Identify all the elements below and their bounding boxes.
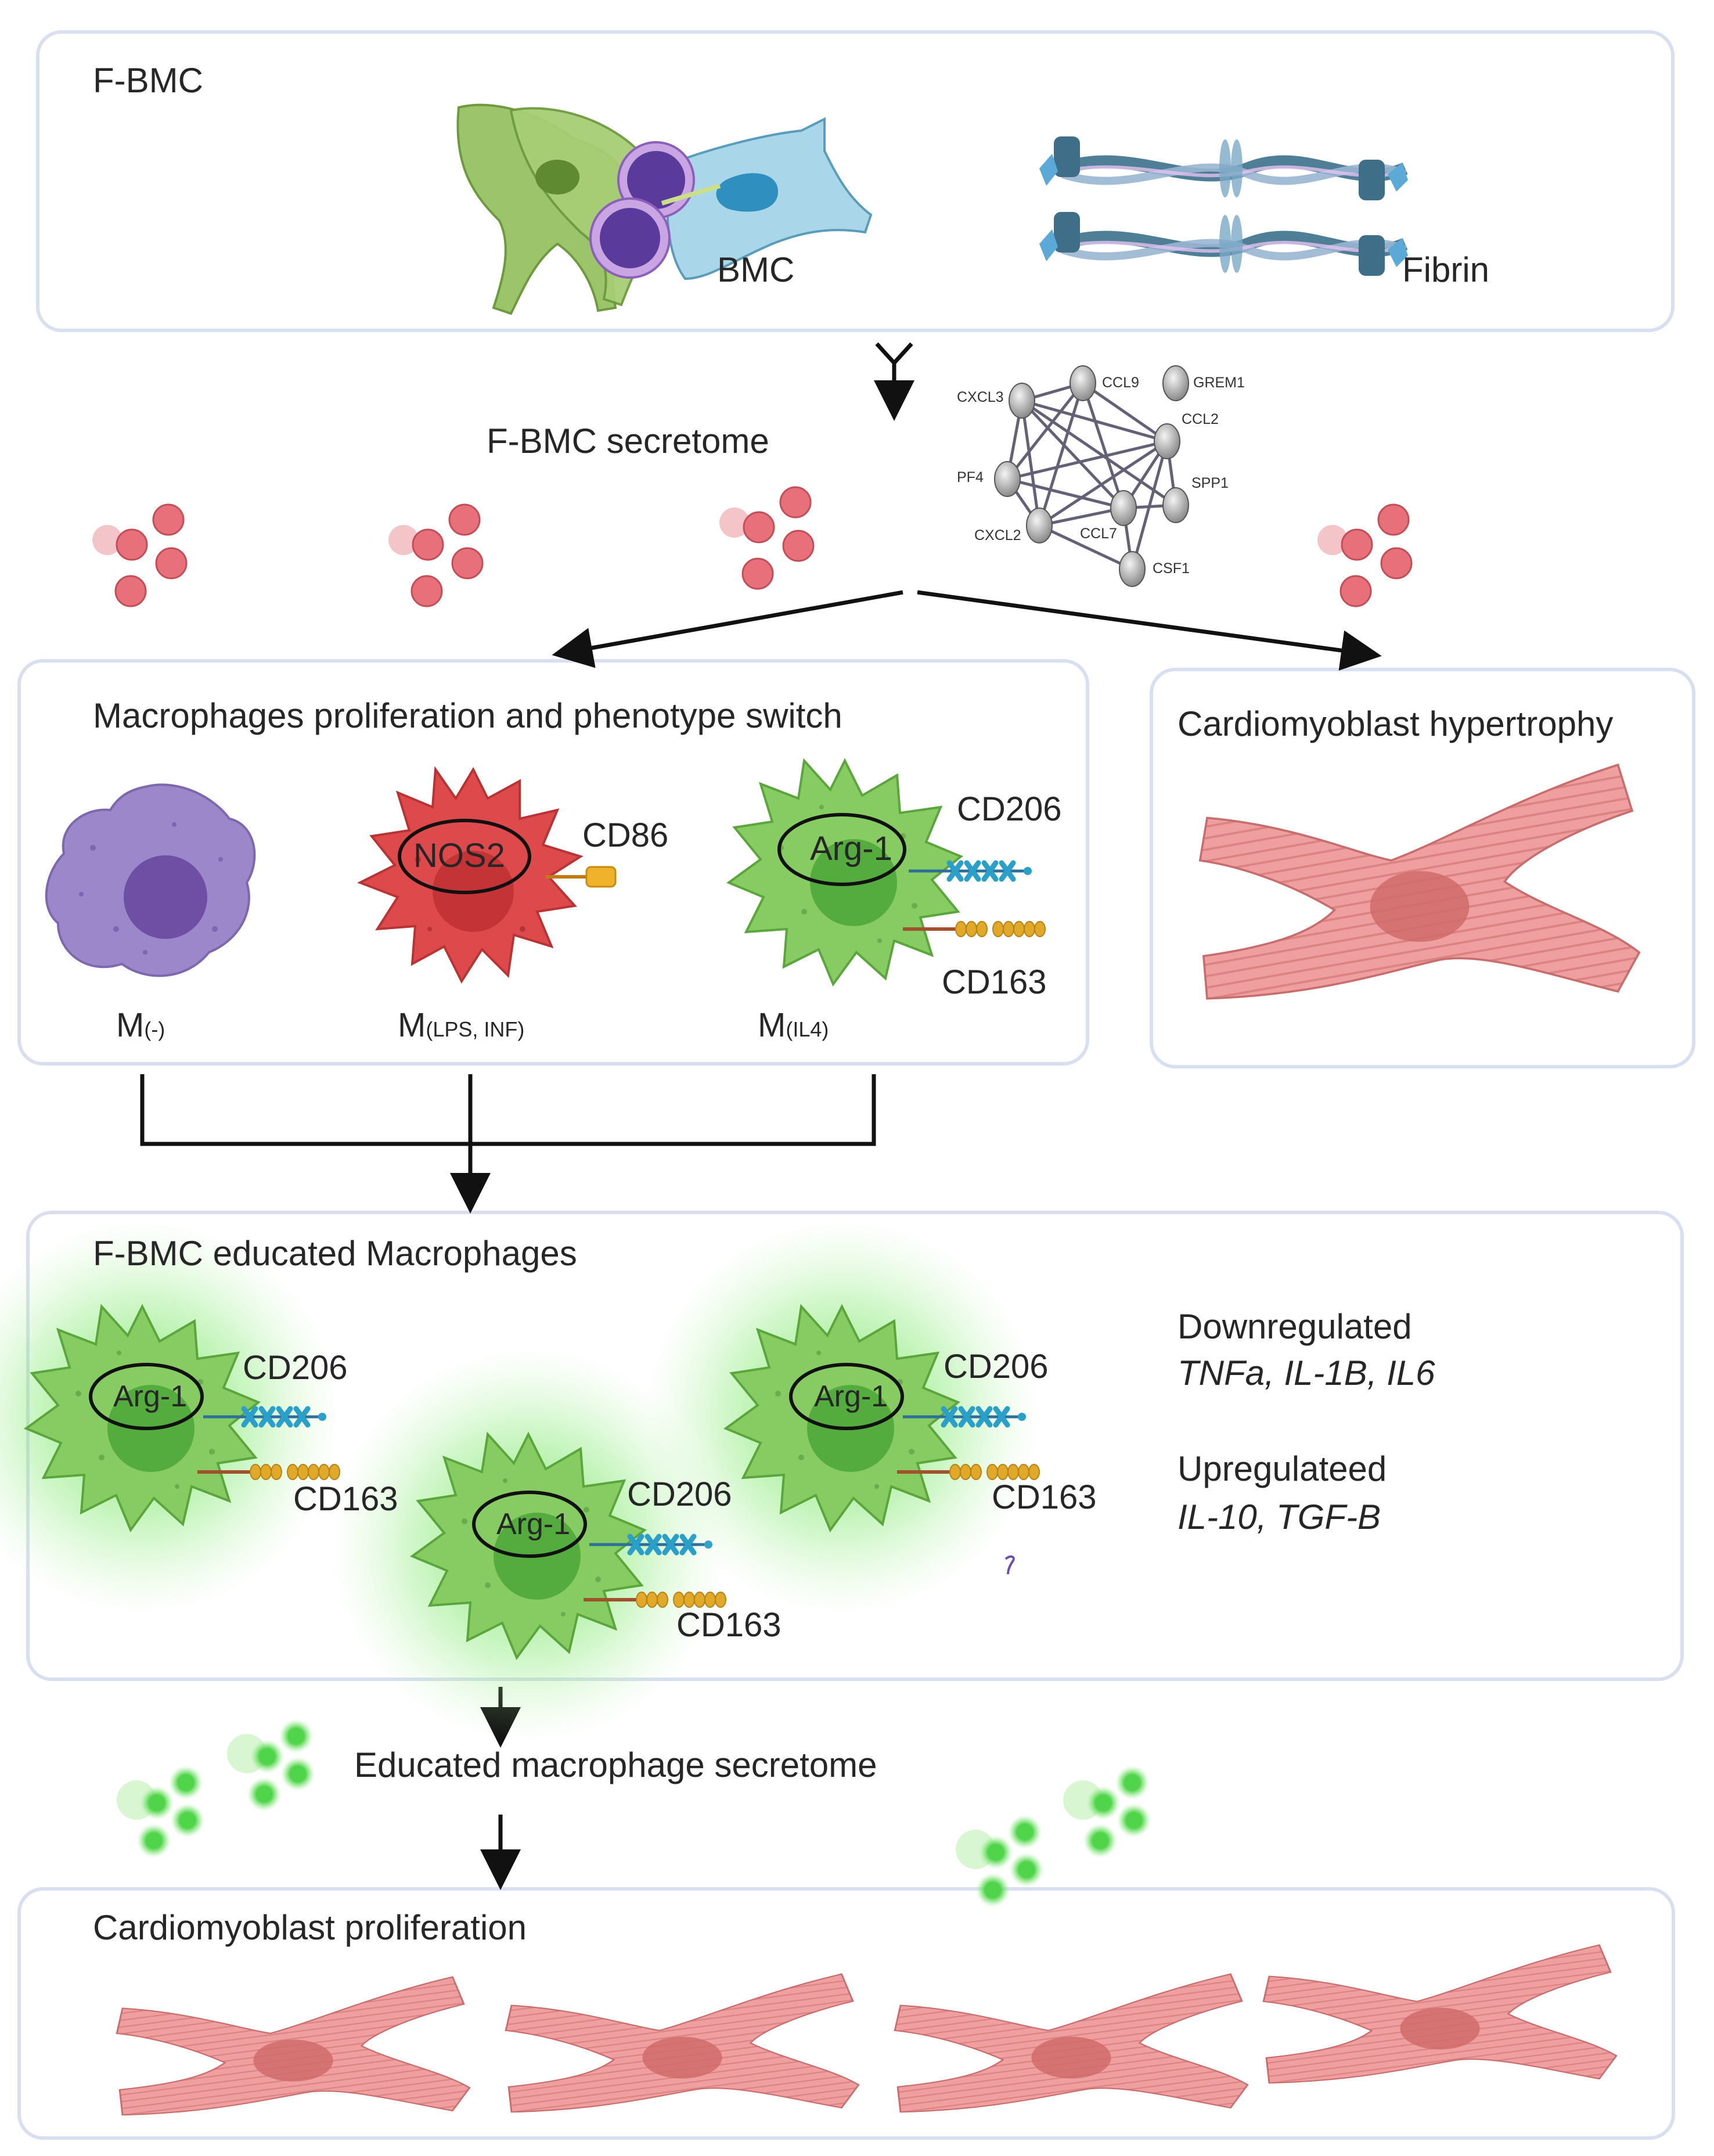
m2-cd163-label: CD163	[942, 963, 1047, 1001]
secretome-green-dots	[117, 1719, 1151, 1907]
fibrin-strands	[1039, 136, 1408, 276]
fibrin-label: Fibrin	[1402, 250, 1490, 289]
hypertrophy-panel-title: Cardiomyoblast hypertrophy	[1178, 704, 1614, 743]
network-node-spp1: SPP1	[1191, 475, 1229, 491]
cd86-label: CD86	[582, 816, 669, 854]
network-node-ccl7: CCL7	[1080, 525, 1117, 542]
protein-network-graph	[994, 365, 1189, 587]
educated-macrophage-2	[331, 1347, 726, 1742]
educated-cd163-label-3: CD163	[992, 1478, 1097, 1516]
educated-macrophage-1	[0, 1219, 340, 1614]
network-node-cxcl2: CXCL2	[974, 527, 1021, 544]
m1-label-sub: (LPS, INF)	[426, 1017, 525, 1041]
secretome-red-dots	[92, 486, 1413, 607]
network-node-ccl9: CCL9	[1102, 375, 1139, 391]
nos2-label: NOS2	[413, 837, 505, 874]
upregulated-title: Upregulateed	[1178, 1449, 1387, 1488]
educated-macrophage-3	[644, 1219, 1039, 1614]
downregulated-genes: TNFa, IL-1B, IL6	[1178, 1354, 1435, 1392]
arg1-marker-ring-1	[89, 1363, 204, 1430]
m1-macrophage-cell	[357, 766, 617, 984]
network-node-ccl2: CCL2	[1182, 411, 1219, 427]
hypertrophic-cardiomyocyte	[1198, 764, 1641, 1000]
network-node-csf1: CSF1	[1153, 560, 1190, 577]
nos2-marker-ring	[398, 819, 531, 894]
educated-cd206-label-3: CD206	[944, 1348, 1049, 1385]
proliferating-cardiomyocyte-2	[505, 1973, 860, 2113]
m2-label-sub: (IL4)	[786, 1017, 829, 1041]
educated-panel-title: F-BMC educated Macrophages	[93, 1234, 577, 1273]
m2-arg1-label: Arg-1	[810, 830, 892, 868]
top-panel-title: F-BMC	[93, 61, 203, 100]
network-node-cxcl3: CXCL3	[957, 389, 1004, 405]
arg1-marker-ring-3	[789, 1363, 904, 1430]
proliferating-cardiomyocyte-1	[116, 1976, 471, 2116]
m1-label-base: M	[398, 1006, 426, 1044]
educated-arg1-label-3: Arg-1	[814, 1380, 888, 1413]
proliferating-cardiomyocyte-3	[894, 1973, 1249, 2113]
m0-label-sub: (-)	[144, 1017, 165, 1041]
macrophage-panel-title: Macrophages proliferation and phenotype …	[93, 696, 842, 735]
educated-secretome-title: Educated macrophage secretome	[354, 1745, 877, 1784]
m0-label: M(-)	[116, 1006, 165, 1045]
proliferating-cardiomyocyte-4	[1262, 1944, 1618, 2084]
m0-label-base: M	[116, 1006, 145, 1044]
educated-cd163-label-1: CD163	[293, 1480, 398, 1518]
arg1-marker-ring	[777, 813, 906, 886]
educated-cd163-label-2: CD163	[676, 1606, 782, 1644]
network-node-grem1: GREM1	[1193, 375, 1245, 391]
m1-label: M(LPS, INF)	[398, 1006, 524, 1045]
secretome-title: F-BMC secretome	[487, 422, 769, 460]
educated-cd206-label-2: CD206	[627, 1475, 732, 1513]
stray-mark	[1004, 1555, 1015, 1575]
m0-macrophage-cell	[45, 783, 256, 977]
bmc-label: BMC	[717, 250, 795, 289]
m2-cd206-label: CD206	[957, 790, 1062, 828]
m2-label: M(IL4)	[758, 1006, 829, 1045]
bmc-cell-cluster	[456, 103, 873, 315]
educated-cd206-label-1: CD206	[243, 1349, 348, 1387]
educated-arg1-label-2: Arg-1	[496, 1507, 571, 1541]
arg1-marker-ring-2	[472, 1491, 587, 1558]
upregulated-genes: IL-10, TGF-B	[1178, 1498, 1381, 1536]
network-node-pf4: PF4	[957, 469, 984, 485]
m2-label-base: M	[758, 1006, 786, 1044]
educated-arg1-label-1: Arg-1	[113, 1380, 188, 1413]
proliferation-panel-title: Cardiomyoblast proliferation	[93, 1908, 527, 1947]
downregulated-title: Downregulated	[1178, 1307, 1412, 1346]
